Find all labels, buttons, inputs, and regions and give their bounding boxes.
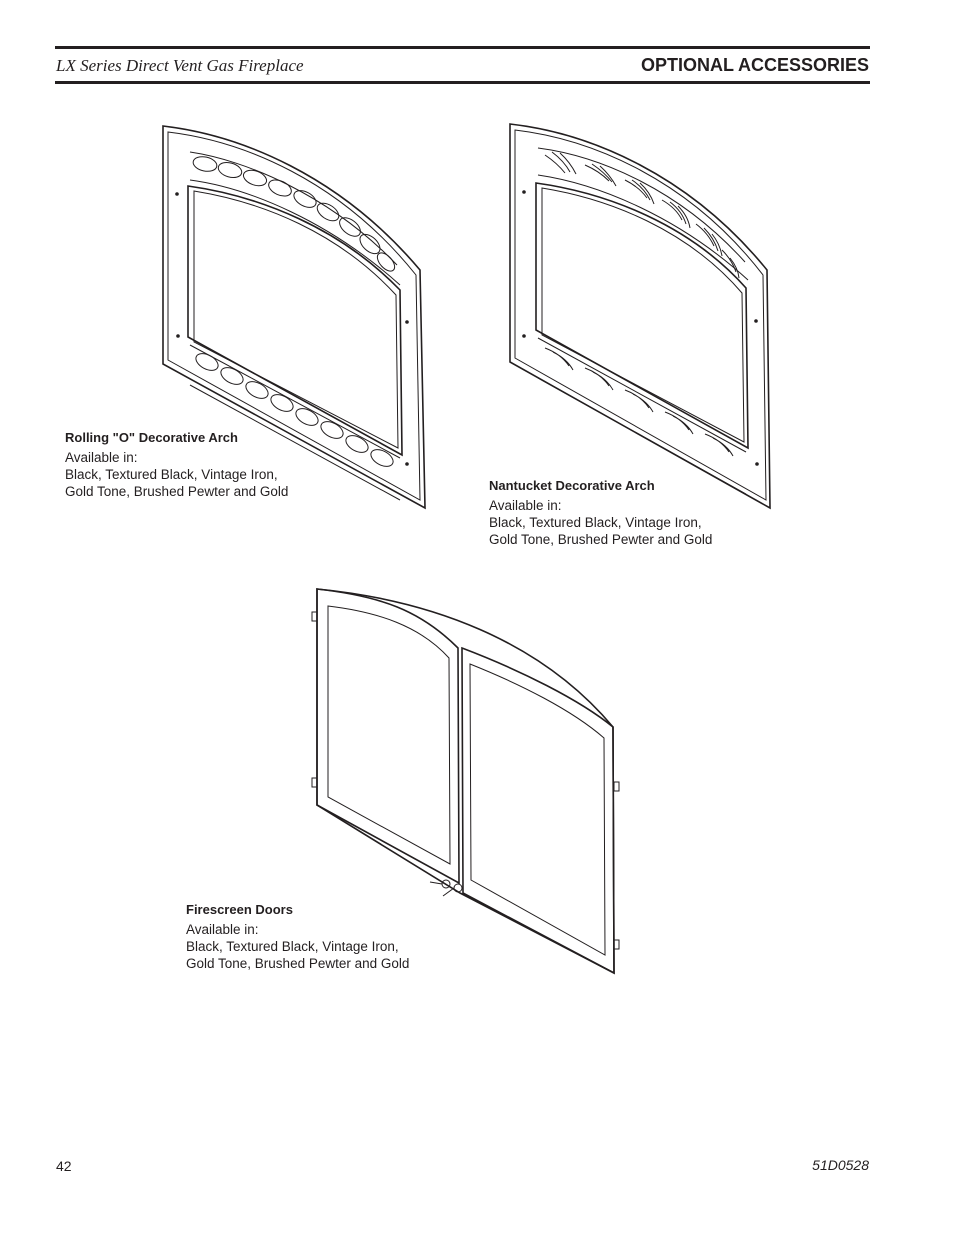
rolling-o-colors-line1: Black, Textured Black, Vintage Iron, — [65, 467, 278, 482]
header-bottom-rule — [55, 81, 870, 84]
page-number: 42 — [56, 1158, 72, 1174]
firescreen-colors-line2: Gold Tone, Brushed Pewter and Gold — [186, 956, 410, 971]
nantucket-colors-line2: Gold Tone, Brushed Pewter and Gold — [489, 532, 713, 547]
document-title: LX Series Direct Vent Gas Fireplace — [56, 56, 304, 75]
header-top-rule — [55, 46, 870, 49]
firescreen-name: Firescreen Doors — [186, 902, 293, 917]
rolling-o-top-pattern — [189, 151, 401, 286]
nantucket-caption: Nantucket Decorative Arch Available in: … — [489, 477, 712, 548]
rolling-o-available-label: Available in: — [65, 450, 138, 465]
rolling-o-caption: Rolling "O" Decorative Arch Available in… — [65, 429, 288, 500]
nantucket-top-pattern — [537, 147, 749, 281]
firescreen-available-label: Available in: — [186, 922, 259, 937]
firescreen-colors-line1: Black, Textured Black, Vintage Iron, — [186, 939, 399, 954]
nantucket-colors-line1: Black, Textured Black, Vintage Iron, — [489, 515, 702, 530]
rolling-o-name: Rolling "O" Decorative Arch — [65, 430, 238, 445]
document-code: 51D0528 — [812, 1157, 869, 1173]
firescreen-caption: Firescreen Doors Available in: Black, Te… — [186, 901, 409, 972]
rolling-o-colors-line2: Gold Tone, Brushed Pewter and Gold — [65, 484, 289, 499]
nantucket-bottom-pattern — [537, 337, 747, 495]
section-title: OPTIONAL ACCESSORIES — [640, 55, 869, 75]
nantucket-available-label: Available in: — [489, 498, 562, 513]
nantucket-name: Nantucket Decorative Arch — [489, 478, 655, 493]
door-handles — [429, 879, 463, 897]
